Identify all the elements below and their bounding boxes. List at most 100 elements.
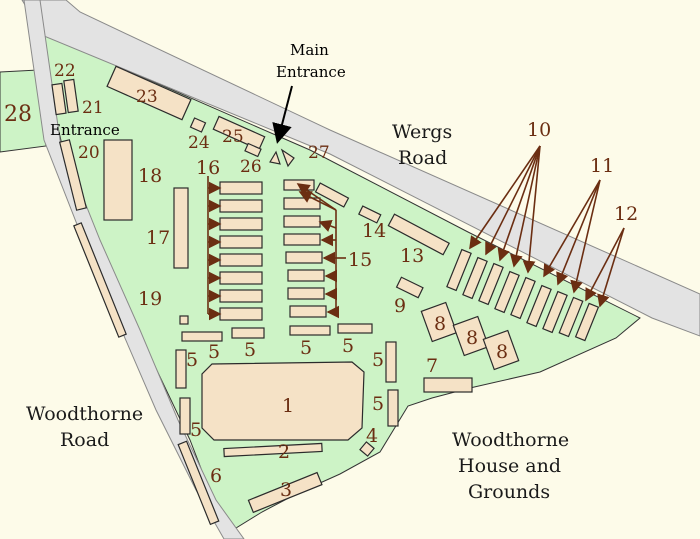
building-14 xyxy=(358,205,382,224)
label-8a: 8 xyxy=(434,313,446,335)
label-25: 25 xyxy=(222,127,244,147)
arrows-11 xyxy=(543,179,601,294)
building-4 xyxy=(359,441,375,457)
building-13 xyxy=(387,213,450,256)
building-5 xyxy=(387,389,399,427)
label-5g: 5 xyxy=(372,393,384,415)
gate-marker xyxy=(269,150,281,165)
grounds-label-3: Grounds xyxy=(468,481,550,503)
building-16 xyxy=(219,253,263,267)
building-5 xyxy=(337,323,373,334)
label-22: 22 xyxy=(54,61,76,81)
building-16 xyxy=(219,307,263,321)
main-entrance-label-2: Entrance xyxy=(276,63,346,81)
building-7 xyxy=(423,377,473,393)
arrows-12 xyxy=(585,227,625,308)
building-19 xyxy=(73,222,127,338)
building-15 xyxy=(289,305,327,318)
building-5 xyxy=(175,349,187,389)
label-5b: 5 xyxy=(208,341,220,363)
building-20 xyxy=(58,139,88,211)
main-entrance-label-1: Main xyxy=(290,41,329,59)
building-16 xyxy=(219,235,263,249)
label-19: 19 xyxy=(138,288,162,310)
label-11: 11 xyxy=(590,155,614,177)
building-5 xyxy=(289,325,331,336)
label-10: 10 xyxy=(527,119,551,141)
building-5 xyxy=(179,315,189,325)
building-5 xyxy=(181,331,223,342)
label-16: 16 xyxy=(196,157,220,179)
label-5a: 5 xyxy=(186,349,198,371)
label-20: 20 xyxy=(78,143,100,163)
label-24: 24 xyxy=(188,133,210,153)
building-21 xyxy=(63,78,79,114)
label-12: 12 xyxy=(614,203,638,225)
label-21: 21 xyxy=(82,98,104,118)
entrance-label: Entrance xyxy=(50,121,120,139)
building-5 xyxy=(231,327,265,339)
label-17: 17 xyxy=(146,227,170,249)
building-16 xyxy=(219,271,263,285)
building-18 xyxy=(103,139,133,221)
label-18: 18 xyxy=(138,165,162,187)
building-22 xyxy=(51,82,67,116)
building-15 xyxy=(283,215,321,228)
building-8 xyxy=(452,315,490,357)
label-26: 26 xyxy=(240,157,262,177)
building-16 xyxy=(219,199,263,213)
label-13: 13 xyxy=(400,245,424,267)
building-2 xyxy=(223,442,323,458)
arrows-10 xyxy=(469,145,541,274)
wergs-road-label-1: Wergs xyxy=(392,121,452,143)
bracket-15 xyxy=(296,183,346,319)
building-15 xyxy=(283,233,321,246)
building-5 xyxy=(385,341,397,383)
building-5 xyxy=(179,397,191,435)
label-5d: 5 xyxy=(300,337,312,359)
building-3 xyxy=(247,471,323,514)
grounds-label-1: Woodthorne xyxy=(452,429,569,451)
label-9: 9 xyxy=(394,295,406,317)
building-6 xyxy=(177,440,220,526)
building-17 xyxy=(173,187,189,269)
bracket-16 xyxy=(207,176,222,321)
building-8 xyxy=(482,329,520,371)
label-8b: 8 xyxy=(466,327,478,349)
building-9 xyxy=(395,276,424,299)
label-5e: 5 xyxy=(342,335,354,357)
grounds-label-2: House and xyxy=(458,455,561,477)
label-28: 28 xyxy=(4,102,32,127)
label-14: 14 xyxy=(362,220,386,242)
woodthorne-road-label-2: Road xyxy=(60,429,109,451)
label-15: 15 xyxy=(348,249,372,271)
label-6: 6 xyxy=(210,465,222,487)
label-5f: 5 xyxy=(372,349,384,371)
building-25 xyxy=(212,115,266,151)
label-1: 1 xyxy=(282,395,294,417)
building-23 xyxy=(106,65,192,121)
building-26 xyxy=(244,142,262,158)
building-8 xyxy=(420,301,458,343)
label-5h: 5 xyxy=(190,419,202,441)
building-16 xyxy=(219,289,263,303)
label-2: 2 xyxy=(278,441,290,463)
label-8c: 8 xyxy=(496,341,508,363)
label-23: 23 xyxy=(136,87,158,107)
label-3: 3 xyxy=(280,479,292,501)
label-4: 4 xyxy=(366,425,378,447)
building-15 xyxy=(287,269,325,282)
building-15 xyxy=(285,251,323,264)
woodthorne-road-label-1: Woodthorne xyxy=(26,403,143,425)
main-entrance-arrow xyxy=(272,85,293,144)
building-16 xyxy=(219,217,263,231)
label-7: 7 xyxy=(426,355,438,377)
building-1 xyxy=(201,361,365,441)
gate-marker-2 xyxy=(280,148,295,168)
wergs-road-label-2: Road xyxy=(398,147,447,169)
building-16 xyxy=(219,181,263,195)
building-24 xyxy=(189,117,207,133)
stall-row xyxy=(446,248,600,342)
building-15 xyxy=(287,287,325,300)
